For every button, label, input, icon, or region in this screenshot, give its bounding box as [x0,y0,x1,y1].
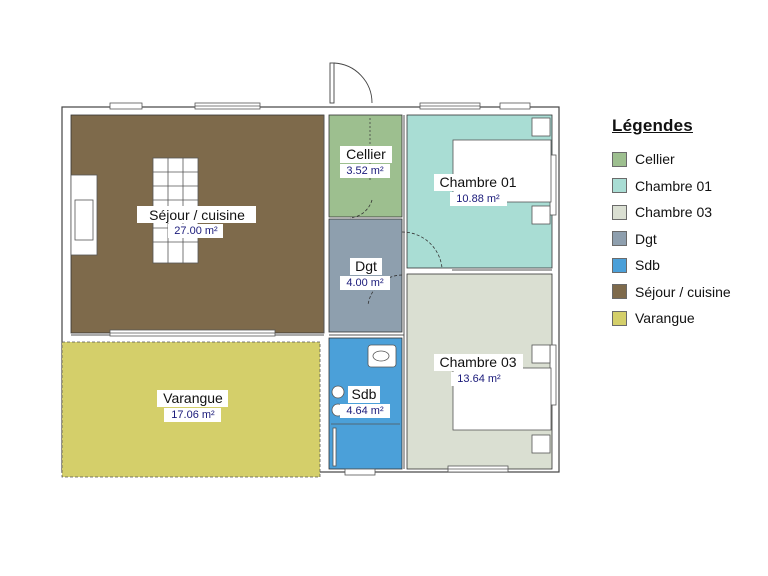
legend-label: Chambre 01 [635,177,713,194]
shower [331,423,400,467]
legend-label: Chambre 03 [635,204,713,221]
window-marks [109,102,557,476]
legend-label: Varangue [635,310,695,327]
legend-swatch [612,284,627,300]
bed-chambre01 [452,117,552,225]
legend-item: Sdb [612,252,762,279]
entrance-door [329,62,373,104]
room-name: Chambre 01 [439,174,516,190]
legend-label: Séjour / cuisine [635,283,731,300]
toilet [367,344,397,368]
legend-item: Séjour / cuisine [612,279,762,306]
legend-item: Varangue [612,305,762,332]
legend-swatch [612,178,627,194]
kitchen-counter [70,174,98,256]
legend-item: Chambre 03 [612,199,762,226]
legend-item: Chambre 01 [612,173,762,200]
label-dgt: Dgt 4.00 m² [340,258,390,290]
legend-item: Cellier [612,146,762,173]
label-chambre03: Chambre 03 13.64 m² [434,354,523,386]
room-name: Sdb [352,386,377,402]
legend-swatch [612,151,627,167]
room-area: 4.00 m² [346,277,384,289]
room-area: 4.64 m² [346,405,384,417]
label-sdb: Sdb 4.64 m² [340,386,390,418]
floor-plan: Séjour / cuisine 27.00 m² Varangue 17.06… [61,62,560,478]
legend-swatch [612,231,627,247]
legend-swatch [612,310,627,326]
room-name: Dgt [355,258,377,274]
legend-label: Sdb [635,257,660,274]
room-name: Cellier [346,146,386,162]
room-area: 3.52 m² [346,165,384,177]
room-area: 13.64 m² [457,373,501,385]
room-area: 17.06 m² [171,409,215,421]
room-name: Chambre 03 [439,354,516,370]
room-name: Varangue [163,390,223,406]
legend-title: Légendes [612,116,693,135]
room-dgt[interactable] [328,218,403,333]
legend-label: Dgt [635,230,657,247]
legend-swatch [612,257,627,273]
door-swings [349,199,443,306]
legend-label: Cellier [635,151,675,168]
legend-swatch [612,204,627,220]
room-area: 27.00 m² [174,225,218,237]
label-sejour: Séjour / cuisine 27.00 m² [137,206,256,238]
label-cellier: Cellier 3.52 m² [340,146,392,178]
legend-item: Dgt [612,226,762,253]
room-name: Séjour / cuisine [149,207,245,223]
label-varangue: Varangue 17.06 m² [157,390,228,422]
label-chambre01: Chambre 01 10.88 m² [434,174,523,206]
room-area: 10.88 m² [456,193,500,205]
